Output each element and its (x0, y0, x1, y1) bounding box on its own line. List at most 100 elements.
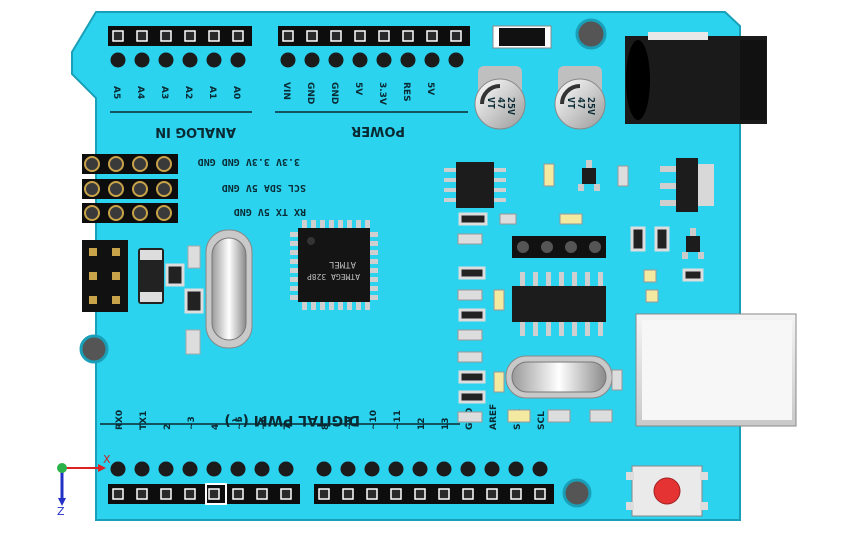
pin-pad (181, 51, 199, 69)
pin-pad (315, 460, 333, 478)
capacitor (457, 411, 483, 423)
capacitor (589, 409, 613, 423)
pin-pad (483, 460, 501, 478)
pin-pad (109, 460, 127, 478)
pin-label: ~9 (345, 416, 355, 430)
pin-pad (327, 51, 345, 69)
pin-label: A1 (207, 86, 217, 99)
pin-pad (181, 460, 199, 478)
cap2-type: VT (565, 97, 576, 109)
pin-label: ~6 (259, 416, 269, 430)
voltage-regulator (660, 158, 714, 212)
pin-pad (531, 460, 549, 478)
capacitor (643, 269, 657, 283)
axis-triad: X Z (57, 453, 111, 518)
pin-label: 7 (283, 424, 293, 430)
pin-pad (133, 460, 151, 478)
capacitor (543, 163, 555, 187)
pin-label: SCL (537, 411, 547, 430)
pin-label: 5V (353, 82, 363, 95)
pin-label: 8 (321, 424, 331, 430)
pin-pad (363, 460, 381, 478)
resistor (682, 268, 704, 282)
pin-label: GND (329, 82, 339, 104)
axis-z-label: Z (57, 505, 65, 518)
pin-label: A3 (159, 86, 169, 99)
transistor (682, 228, 704, 259)
icsp-label-1: 3.3V 3.3V GND GND (198, 156, 300, 167)
pin-label: 5V (425, 82, 435, 95)
pin-label: 13 (441, 417, 451, 430)
pin-label: 4 (211, 424, 221, 430)
icsp-label-2: SCL SDA 5V GND (222, 182, 306, 193)
pin-label: A0 (231, 86, 241, 99)
pin-pad (375, 51, 393, 69)
crystal-oscillator (205, 229, 253, 349)
capacitor (507, 409, 531, 423)
capacitor (493, 371, 505, 393)
capacitor (187, 245, 201, 269)
pin-label: ~10 (369, 410, 379, 430)
resistor (458, 212, 488, 226)
pin-pad (279, 51, 297, 69)
mcu-chip: ATMEL ATMEGA 328P (290, 220, 378, 310)
pin-pad (351, 51, 369, 69)
capacitor (457, 289, 483, 301)
electrolytic-cap-1: 47 25V VT (474, 66, 526, 130)
resistor (458, 266, 486, 280)
dc-power-jack (625, 32, 767, 124)
pin-pad (133, 51, 151, 69)
mount-hole (562, 478, 592, 508)
chip-model: ATMEGA 328P (307, 272, 360, 281)
fuse (138, 248, 164, 304)
pin-label: 12 (417, 417, 427, 430)
pin-label: GND (305, 82, 315, 104)
capacitor (645, 289, 659, 303)
resistor (165, 263, 185, 287)
capacitor (611, 369, 623, 391)
pin-pad (507, 460, 525, 478)
pin-pad (253, 460, 271, 478)
capacitor (493, 289, 505, 311)
pin-pad (157, 460, 175, 478)
pin-label: A5 (111, 86, 121, 99)
resistor (458, 308, 486, 322)
pin-pad (387, 460, 405, 478)
pin-label: VIN (281, 82, 291, 100)
pin-pad (205, 51, 223, 69)
reset-button[interactable] (626, 465, 708, 517)
resistor (458, 370, 486, 384)
mount-hole (79, 334, 109, 364)
pin-pad (229, 51, 247, 69)
analog-header (108, 26, 252, 69)
digital-header-right (314, 460, 554, 504)
capacitor (559, 213, 583, 225)
jumper (492, 25, 552, 49)
pin-label: RX0 (115, 410, 125, 430)
digital-header-left (108, 460, 300, 505)
smd-parts (457, 163, 704, 423)
section-analog: ANALOG IN (155, 124, 236, 139)
section-power: POWER (351, 123, 405, 138)
pin-pad (303, 51, 321, 69)
header-4pin (512, 236, 606, 258)
pin-label: ~11 (393, 410, 403, 430)
transistor (578, 160, 600, 191)
pin-label: ~3 (187, 416, 197, 430)
capacitor (457, 233, 483, 245)
pin-pad (229, 460, 247, 478)
pin-pad (411, 460, 429, 478)
resistor (654, 226, 670, 252)
capacitor (457, 329, 483, 341)
pin-pad (435, 460, 453, 478)
capacitor (547, 409, 571, 423)
cap2-value: 47 (575, 97, 586, 109)
pin-pad (399, 51, 417, 69)
pin-pad (277, 460, 295, 478)
pin-pad (157, 51, 175, 69)
cap2-voltage: 25V (585, 97, 596, 115)
mount-hole (575, 18, 607, 50)
chip-brand: ATMEL (329, 259, 356, 269)
axis-x-label: X (103, 453, 111, 466)
